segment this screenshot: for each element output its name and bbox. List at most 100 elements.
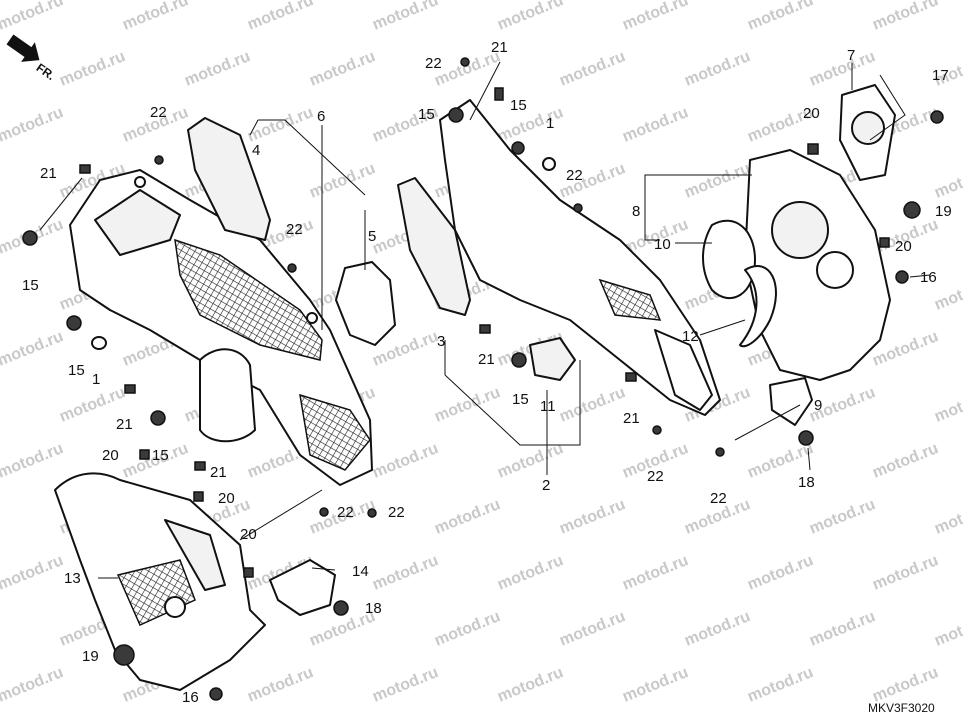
watermark-text: motod.ru xyxy=(870,664,941,706)
callout-18: 18 xyxy=(798,474,815,491)
watermark-text: motod.ru xyxy=(870,552,941,594)
watermark-text: motod.ru xyxy=(432,608,503,650)
callout-15: 15 xyxy=(68,362,85,379)
watermark-text: motod.ru xyxy=(370,440,441,482)
screw-22-icon xyxy=(573,203,583,213)
callout-22: 22 xyxy=(710,490,727,507)
clip-21-icon xyxy=(79,164,91,174)
watermark-text: motod.ru xyxy=(0,552,66,594)
front-arrow-icon: FR. xyxy=(6,34,58,83)
clip-21-icon xyxy=(479,324,491,334)
clip-20-icon xyxy=(139,449,150,460)
watermark-text: motod.ru xyxy=(932,496,963,538)
watermark-text: motod.ru xyxy=(870,0,941,34)
callout-1: 1 xyxy=(92,371,100,388)
screw-16-icon xyxy=(209,687,223,701)
watermark-text: motod.ru xyxy=(245,0,316,34)
callout-18: 18 xyxy=(365,600,382,617)
callout-15: 15 xyxy=(22,277,39,294)
clip-20-icon xyxy=(243,567,254,578)
clip-20-icon xyxy=(879,237,890,248)
callout-21: 21 xyxy=(491,39,508,56)
watermark-text: motod.ru xyxy=(0,384,3,426)
watermark-text: motod.ru xyxy=(557,608,628,650)
callout-3: 3 xyxy=(437,333,445,350)
watermark-text: motod.ru xyxy=(0,608,3,650)
watermark-text: motod.ru xyxy=(557,48,628,90)
grommet-15-icon xyxy=(511,352,527,368)
lower-cover-part-13 xyxy=(54,472,266,691)
watermark-text: motod.ru xyxy=(370,0,441,34)
watermark-text: motod.ru xyxy=(120,0,191,34)
clip-20-icon xyxy=(193,491,204,502)
watermark-text: motod.ru xyxy=(0,272,3,314)
watermark-text: motod.ru xyxy=(370,552,441,594)
watermark-text: motod.ru xyxy=(745,664,816,706)
watermark-text: motod.ru xyxy=(495,440,566,482)
callout-labels: 1 1 2 3 4 5 6 7 8 9 10 11 12 13 14 15 15… xyxy=(22,39,952,706)
callout-21: 21 xyxy=(40,165,57,182)
watermark-text: motod.ru xyxy=(620,664,691,706)
callout-22: 22 xyxy=(647,468,664,485)
callout-6: 6 xyxy=(317,108,325,125)
fasteners xyxy=(22,57,944,701)
callout-2: 2 xyxy=(542,477,550,494)
grommet-19-icon xyxy=(903,201,921,219)
callout-21: 21 xyxy=(623,410,640,427)
watermark-text: motod.ru xyxy=(870,440,941,482)
callout-22: 22 xyxy=(286,221,303,238)
watermark-text: motod.ru xyxy=(0,104,66,146)
screw-22-icon xyxy=(319,507,329,517)
watermark-text: motod.ru xyxy=(0,328,66,370)
callout-20: 20 xyxy=(218,490,235,507)
clip-20-icon xyxy=(807,143,819,155)
grommet-15-icon xyxy=(511,141,525,155)
bracket-part-9 xyxy=(769,377,813,426)
callout-1: 1 xyxy=(546,115,554,132)
callout-20: 20 xyxy=(102,447,119,464)
watermark-text: motod.ru xyxy=(745,0,816,34)
watermark-text: motod.ru xyxy=(745,552,816,594)
watermark-text: motod.ru xyxy=(557,384,628,426)
right-cover-assembly xyxy=(744,84,896,381)
watermark-text: motod.ru xyxy=(0,0,66,34)
watermark-text: motod.ru xyxy=(620,104,691,146)
clip-21-icon xyxy=(124,384,136,394)
watermark-text: motod.ru xyxy=(307,48,378,90)
callout-10: 10 xyxy=(654,236,671,253)
callout-22: 22 xyxy=(150,104,167,121)
screw-16-icon xyxy=(895,270,909,284)
callout-13: 13 xyxy=(64,570,81,587)
callout-15: 15 xyxy=(512,391,529,408)
screw-22-icon xyxy=(652,425,662,435)
collar-1-icon xyxy=(91,336,107,350)
callout-9: 9 xyxy=(814,397,822,414)
left-side-cover-assembly xyxy=(69,169,373,486)
callout-14: 14 xyxy=(352,563,369,580)
callout-5: 5 xyxy=(368,228,376,245)
screw-22-icon xyxy=(715,447,725,457)
grommet-15-icon xyxy=(22,230,38,246)
grommet-15-icon xyxy=(448,107,464,123)
watermark-text: motod.ru xyxy=(495,664,566,706)
callout-8: 8 xyxy=(632,203,640,220)
watermark-text: motod.ru xyxy=(245,664,316,706)
watermark-text: motod.ru xyxy=(620,552,691,594)
watermark-text: motod.ru xyxy=(0,440,66,482)
watermark-text: motod.ru xyxy=(307,160,378,202)
callout-15: 15 xyxy=(418,106,435,123)
watermark-text: motod.ru xyxy=(0,664,66,706)
watermark-text: motod.ru xyxy=(57,48,128,90)
orientation-label: FR. xyxy=(34,60,58,83)
watermark-text: motod.ru xyxy=(807,48,878,90)
watermark-text: motod.ru xyxy=(495,552,566,594)
watermark-text: motod.ru xyxy=(0,160,3,202)
callout-11: 11 xyxy=(540,398,556,415)
drawing-code: MKV3F3020 xyxy=(868,701,935,715)
callout-7: 7 xyxy=(847,47,855,64)
watermark-text: motod.ru xyxy=(432,496,503,538)
watermark-text: motod.ru xyxy=(0,496,3,538)
callout-16: 16 xyxy=(920,269,937,286)
callout-15: 15 xyxy=(510,97,527,114)
